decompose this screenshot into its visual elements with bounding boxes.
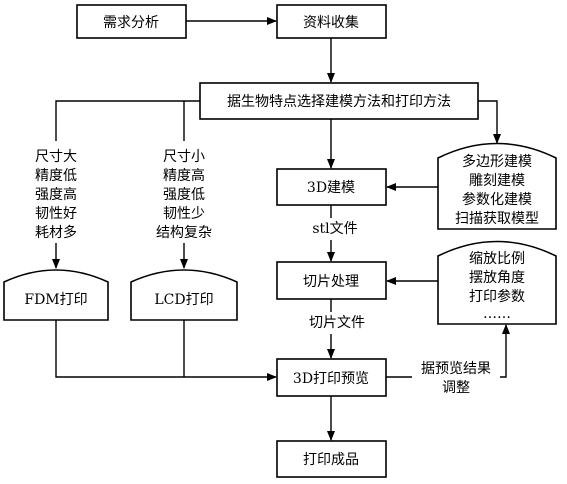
slice-params-box: 缩放比例 摆放角度 打印参数 …… [437,240,557,325]
slice-param-item: 打印参数 [469,288,525,305]
fdm-trait-item: 精度低 [35,168,77,184]
node-finished-print-label: 打印成品 [303,451,359,468]
arrow-fdm-to-preview [55,320,277,381]
modeling-method-item: 扫描获取模型 [455,211,539,227]
node-data-collection: 资料收集 [276,4,387,39]
connector-select-to-printers [55,100,200,141]
modeling-method-item: 雕刻建模 [469,173,525,189]
edge-label-slice-file: 切片文件 [309,315,365,331]
node-fdm-print-label: FDM打印 [24,291,87,308]
node-fdm-print: FDM打印 [3,269,109,321]
modeling-method-item: 多边形建模 [462,153,532,170]
lcd-trait-item: 韧性少 [163,206,205,222]
edge-label-stl-file: stl文件 [312,221,357,237]
node-demand-analysis: 需求分析 [76,4,187,39]
node-select-method: 据生物特点选择建模方法和打印方法 [199,82,479,120]
lcd-trait-item: 尺寸小 [163,149,205,165]
node-slicing-label: 切片处理 [303,274,359,290]
node-3d-print-preview-label: 3D打印预览 [293,370,369,387]
fdm-trait-item: 韧性好 [35,206,77,222]
modeling-method-item: 参数化建模 [462,191,532,208]
node-slicing: 切片处理 [276,261,387,300]
modeling-methods-box: 多边形建模 雕刻建模 参数化建模 扫描获取模型 [437,142,557,230]
fdm-trait-item: 尺寸大 [35,149,77,165]
node-lcd-print: LCD打印 [130,269,238,321]
lcd-trait-item: 结构复杂 [156,224,212,241]
slice-param-item: …… [483,306,511,322]
fdm-trait-item: 强度高 [35,186,77,203]
node-lcd-print-label: LCD打印 [154,291,213,308]
fdm-traits-list: 尺寸大 精度低 强度高 韧性好 耗材多 [35,149,77,241]
node-demand-analysis-label: 需求分析 [103,15,159,31]
node-data-collection-label: 资料收集 [303,14,359,31]
fdm-trait-item: 耗材多 [35,224,77,241]
lcd-trait-item: 精度高 [163,167,205,184]
slice-param-item: 缩放比例 [469,251,525,267]
edge-label-adjust: 调整 [442,380,470,396]
edge-label-adjust: 据预览结果 [421,361,491,377]
arrow-select-to-methods [478,100,501,144]
slice-param-item: 摆放角度 [469,270,525,286]
lcd-trait-item: 强度低 [163,187,205,203]
node-finished-print: 打印成品 [276,440,387,478]
node-3d-print-preview: 3D打印预览 [276,358,387,397]
arrow-adjust-to-params [500,324,510,378]
node-3d-modeling-label: 3D建模 [307,180,355,196]
lcd-traits-list: 尺寸小 精度高 强度低 韧性少 结构复杂 [156,149,212,241]
node-select-method-label: 据生物特点选择建模方法和打印方法 [227,93,451,110]
node-3d-modeling: 3D建模 [276,168,387,206]
